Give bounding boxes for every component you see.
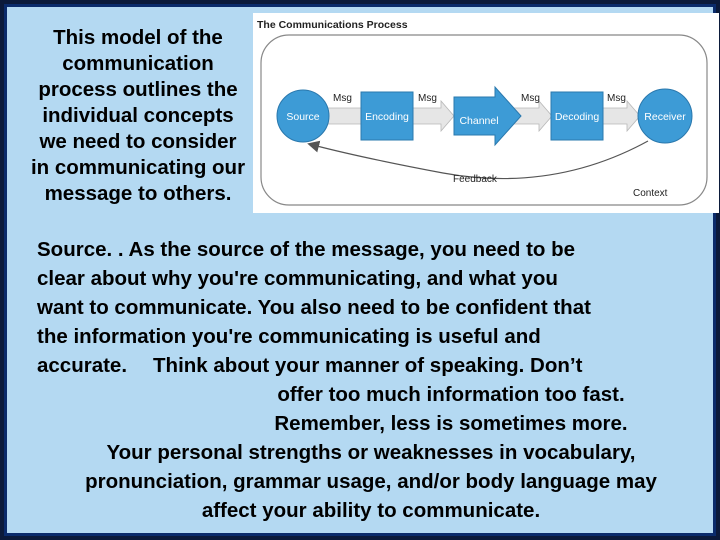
msg-arrow-2 [412,99,455,133]
diagram-title: The Communications Process [257,19,408,31]
body-line: affect your ability to communicate. [201,499,541,522]
msg-label: Msg [333,93,352,104]
slide: This model of the communication process … [4,4,719,536]
intro-line: process outlines the [38,78,238,101]
decoding-node [550,91,604,141]
source-label: Source [286,111,319,123]
body-line: accurate. Think about your manner of spea… [31,351,711,380]
decoding-label: Decoding [555,111,600,123]
body-text: Source. . As the source of the message, … [31,235,711,525]
communications-process-diagram: The Communications Process Msg Msg Msg M… [253,13,719,213]
body-line: offer too much information too fast. [277,383,625,406]
receiver-label: Receiver [644,111,686,123]
msg-label: Msg [607,93,626,104]
encoding-node [360,91,414,141]
feedback-label: Feedback [453,174,498,185]
body-line: pronunciation, grammar usage, and/or bod… [85,470,657,493]
channel-node [453,85,522,147]
receiver-node [637,88,693,144]
body-line: the information you're communicating is … [37,325,541,348]
channel-label: Channel [459,115,498,127]
context-frame [260,34,708,206]
intro-line: individual concepts [42,104,234,127]
body-line: Your personal strengths or weaknesses in… [106,441,636,464]
body-line: want to communicate. You also need to be… [37,296,591,319]
body-line: Source. . As the source of the message, … [37,238,576,261]
encoding-label: Encoding [365,111,409,123]
feedback-arrow [307,140,649,180]
intro-line: communication [62,52,214,75]
intro-line: This model of the [53,26,223,49]
intro-line: we need to consider [39,130,237,153]
body-line: clear about why you're communicating, an… [37,267,558,290]
intro-text: This model of the communication process … [7,25,269,207]
diagram-canvas: The Communications Process Msg Msg Msg M… [257,19,708,206]
body-line: Remember, less is sometimes more. [274,412,628,435]
body-line-part: accurate. [37,354,128,377]
context-label: Context [633,188,668,199]
msg-label: Msg [418,93,437,104]
intro-line: message to others. [44,182,232,205]
body-line-part: Think about your manner of speaking. Don… [153,354,583,377]
msg-label: Msg [521,93,540,104]
msg-arrow-3 [510,99,553,133]
source-node [276,89,330,143]
intro-line: in communicating our [30,156,246,179]
